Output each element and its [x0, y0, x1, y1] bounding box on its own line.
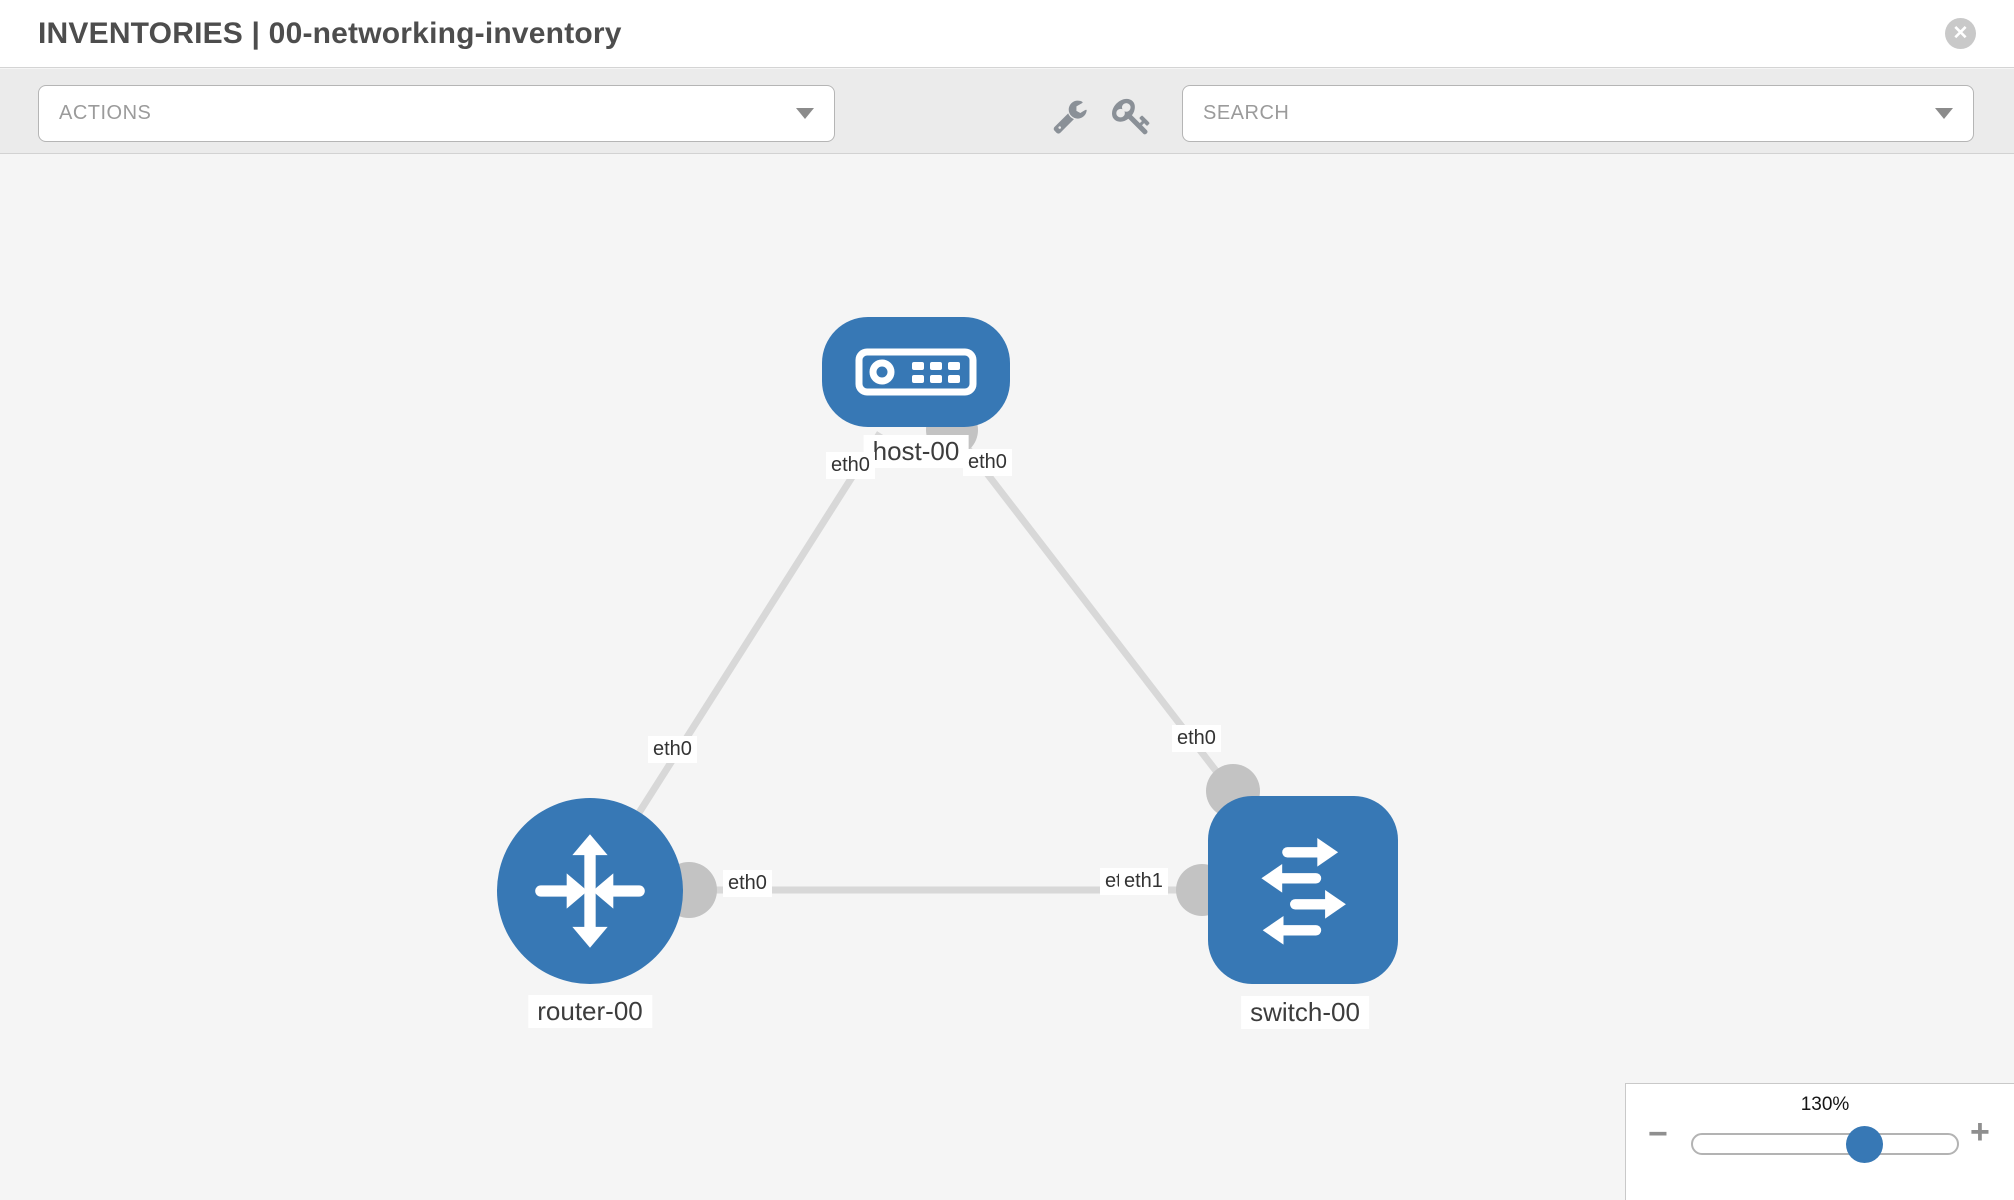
actions-dropdown-label: ACTIONS [59, 102, 152, 124]
node-label-host: host-00 [863, 435, 969, 469]
search-dropdown-label: SEARCH [1203, 102, 1290, 124]
zoom-panel: 130% − + [1625, 1083, 2014, 1200]
node-label-router: router-00 [528, 995, 652, 1029]
close-icon: ✕ [1952, 23, 1969, 44]
actions-dropdown[interactable]: ACTIONS [38, 85, 835, 142]
chevron-down-icon [796, 108, 814, 119]
node-host-00[interactable] [822, 317, 1010, 427]
node-label-switch: switch-00 [1241, 996, 1369, 1030]
interface-label-host-eth0-right: eth0 [963, 449, 1012, 476]
zoom-slider-track[interactable] [1691, 1133, 1959, 1155]
chevron-down-icon [1935, 108, 1953, 119]
node-switch-00[interactable] [1208, 796, 1398, 984]
wrench-icon[interactable] [1052, 98, 1088, 134]
interface-label-router-eth0-uplink: eth0 [648, 736, 697, 763]
search-dropdown[interactable]: SEARCH [1182, 85, 1974, 142]
router-icon [535, 834, 645, 948]
zoom-out-button[interactable]: − [1648, 1115, 1668, 1153]
node-router-00[interactable] [497, 798, 683, 984]
interface-label-router-eth0: eth0 [723, 870, 772, 897]
key-icon[interactable] [1112, 96, 1152, 136]
zoom-in-button[interactable]: + [1970, 1113, 1990, 1151]
zoom-level: 130% [1800, 1094, 1850, 1115]
host-icon [855, 348, 977, 396]
zoom-slider-handle[interactable] [1846, 1126, 1883, 1163]
interface-label-switch-eth0-uplink: eth0 [1172, 725, 1221, 752]
title-bar: INVENTORIES | 00-networking-inventory [0, 0, 2014, 68]
interface-label-host-eth0-left: eth0 [826, 452, 875, 479]
page-title: INVENTORIES | 00-networking-inventory [38, 16, 622, 50]
close-button[interactable]: ✕ [1945, 18, 1976, 49]
interface-label-switch-eth1: eth1 [1119, 868, 1168, 895]
switch-icon [1261, 838, 1346, 945]
topology-canvas[interactable] [0, 154, 2014, 1200]
toolbar: ACTIONS SEARCH [0, 69, 2014, 154]
